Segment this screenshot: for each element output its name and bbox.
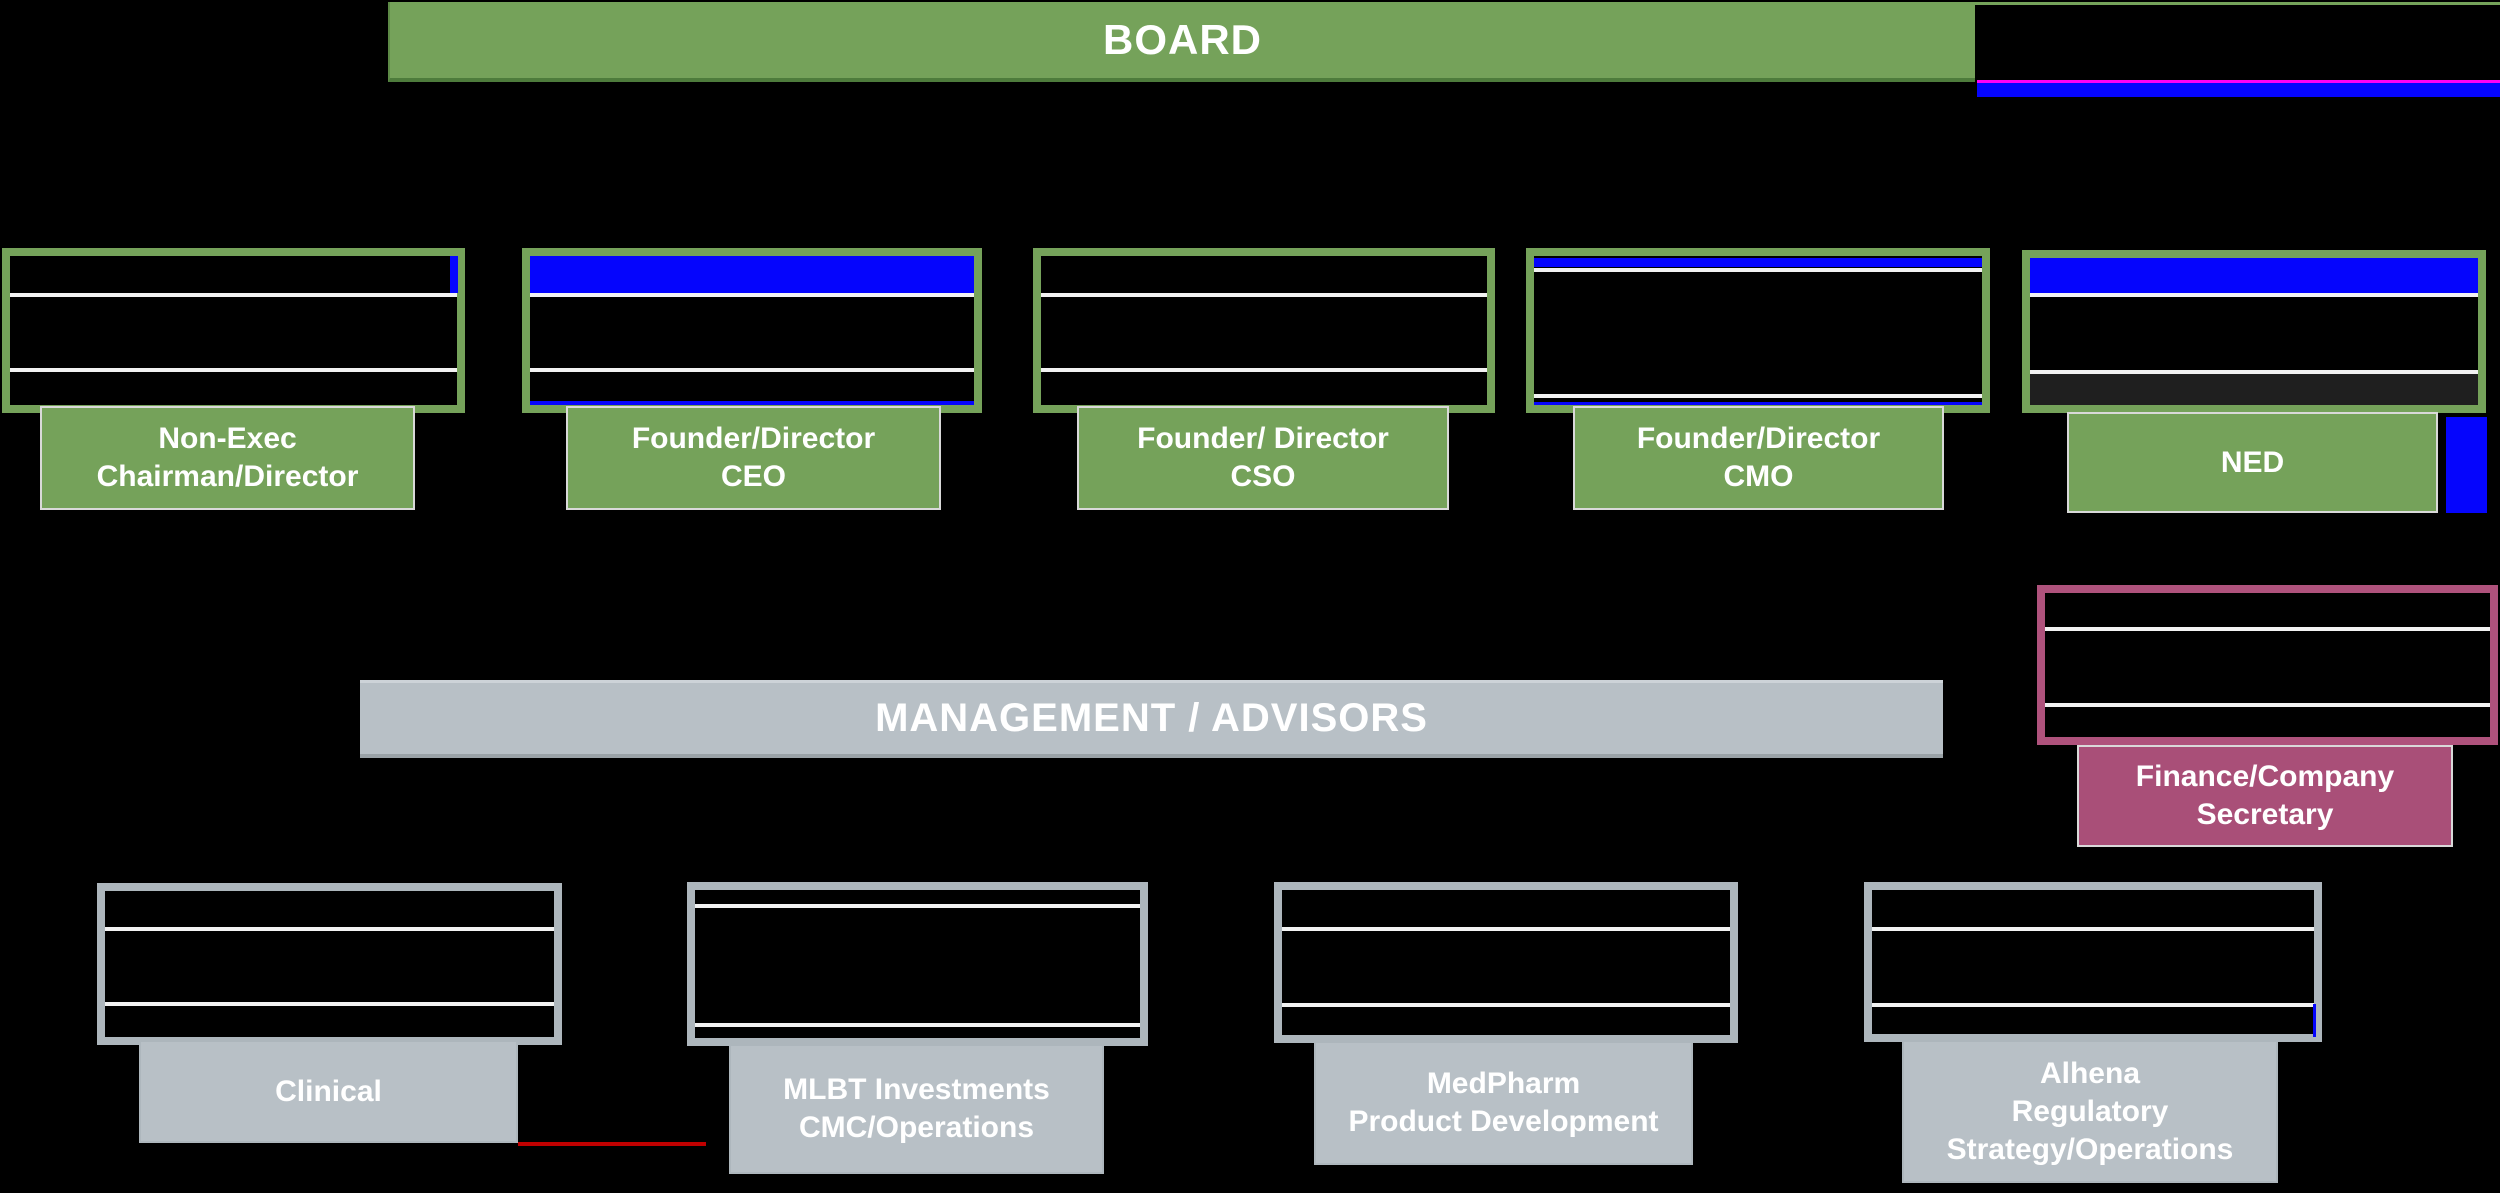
blue-highlight-strip — [1534, 402, 1982, 405]
red-underline — [518, 1142, 706, 1146]
row-divider — [2045, 703, 2490, 707]
top-edge-line — [1975, 2, 2500, 5]
management-header-label: MANAGEMENT / ADVISORS — [875, 696, 1428, 740]
redacted-name-row — [2030, 374, 2478, 405]
role-label-line: Strategy/Operations — [1946, 1132, 2234, 1166]
row-divider — [1534, 268, 1982, 272]
role-label-line: Regulatory — [2011, 1094, 2169, 1128]
detail-box-cso — [1033, 248, 1495, 413]
role-label-line: Chairman/Director — [96, 460, 359, 493]
row-divider — [2030, 370, 2478, 374]
role-label-medpharm: MedPharm Product Development — [1314, 1043, 1693, 1165]
row-divider — [105, 1002, 554, 1006]
row-divider — [1534, 394, 1982, 398]
role-label-line: MLBT Investments — [783, 1073, 1050, 1106]
role-label-ceo: Founder/Director CEO — [566, 406, 941, 510]
role-label-line: Non-Exec — [158, 422, 297, 455]
role-label-chairman: Non-Exec Chairman/Director — [40, 406, 415, 510]
role-label-cmo: Founder/Director CMO — [1573, 406, 1944, 510]
detail-box-ceo — [522, 248, 982, 413]
role-label-line: Product Development — [1348, 1105, 1659, 1138]
row-divider — [10, 368, 457, 372]
detail-box-chairman — [2, 248, 465, 413]
role-label-line: Finance/Company — [2135, 760, 2395, 793]
blue-highlight-strip — [530, 401, 974, 405]
blue-marker — [450, 256, 458, 293]
role-label-clinical: Clinical — [139, 1042, 518, 1143]
row-divider — [1282, 927, 1730, 931]
role-label-line: MedPharm — [1426, 1067, 1581, 1100]
role-label-line: Alhena — [2039, 1056, 2141, 1090]
role-label-line: Clinical — [275, 1074, 382, 1108]
role-label-line: CMC/Operations — [798, 1111, 1035, 1144]
management-header-bar: MANAGEMENT / ADVISORS — [360, 680, 1943, 758]
ned-blue-marker — [2446, 417, 2487, 513]
role-label-line: Founder/Director — [631, 422, 876, 455]
row-divider — [695, 1023, 1140, 1027]
row-divider — [530, 293, 974, 297]
role-label-ned: NED — [2067, 412, 2438, 513]
role-label-finance: Finance/Company Secretary — [2077, 745, 2453, 847]
row-divider — [1872, 927, 2314, 931]
row-divider — [695, 904, 1140, 908]
row-divider — [1041, 293, 1487, 297]
blue-marker — [2313, 1004, 2316, 1037]
blue-highlight-row — [530, 256, 974, 293]
blue-accent-bar — [1977, 83, 2500, 97]
role-label-line: Founder/ Director — [1137, 422, 1389, 455]
role-label-cso: Founder/ Director CSO — [1077, 406, 1449, 510]
row-divider — [105, 927, 554, 931]
row-divider — [10, 293, 457, 297]
blue-highlight-strip — [1534, 258, 1982, 267]
role-label-line: Founder/Director — [1636, 422, 1881, 455]
detail-box-mlbt — [687, 882, 1148, 1046]
blue-highlight-row — [2030, 258, 2478, 293]
role-label-line: CSO — [1230, 460, 1296, 493]
detail-box-clinical — [97, 883, 562, 1045]
row-divider — [1041, 368, 1487, 372]
board-header-bar: BOARD — [388, 2, 1975, 82]
detail-box-alhena — [1864, 882, 2322, 1042]
role-label-line: Secretary — [2196, 798, 2334, 831]
board-header-label: BOARD — [1103, 16, 1262, 63]
role-label-line: CMO — [1723, 460, 1794, 493]
role-label-alhena: Alhena Regulatory Strategy/Operations — [1902, 1042, 2278, 1183]
detail-box-medpharm — [1274, 882, 1738, 1043]
detail-box-finance — [2037, 585, 2498, 745]
row-divider — [2045, 627, 2490, 631]
row-divider — [1282, 1003, 1730, 1007]
detail-box-cmo — [1526, 248, 1990, 413]
role-label-line: CEO — [720, 460, 786, 493]
role-label-mlbt: MLBT Investments CMC/Operations — [729, 1046, 1104, 1174]
detail-box-ned — [2022, 250, 2486, 413]
row-divider — [530, 368, 974, 372]
role-label-line: NED — [2220, 445, 2285, 479]
row-divider — [1872, 1003, 2314, 1007]
row-divider — [2030, 293, 2478, 297]
magenta-accent-line — [1977, 80, 2500, 83]
